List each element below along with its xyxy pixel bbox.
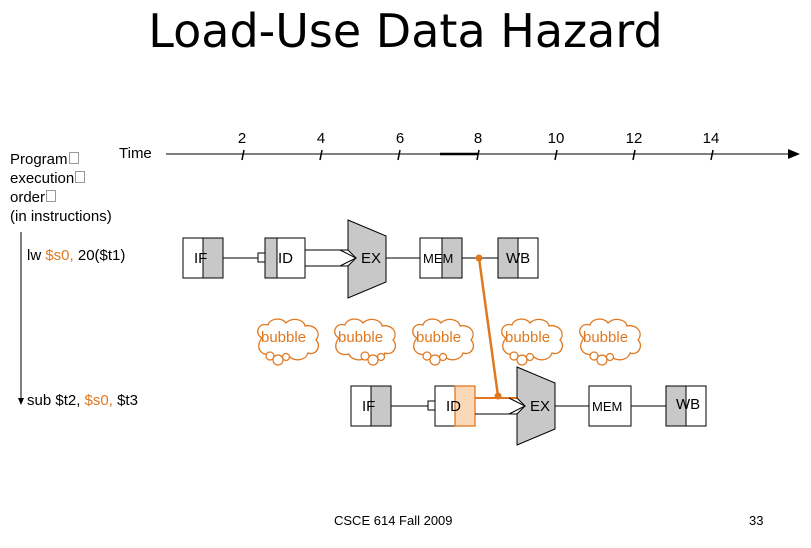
- tick-mark: [554, 149, 558, 161]
- page-number: 33: [749, 513, 764, 528]
- stage-if-label: IF: [362, 398, 375, 415]
- bubble-label: bubble: [583, 329, 628, 346]
- slide-title: Load-Use Data Hazard: [148, 4, 663, 58]
- time-axis-label: Time: [119, 145, 152, 162]
- stage-ex: [516, 366, 556, 446]
- tick-mark: [319, 149, 323, 161]
- bubble-label: bubble: [338, 329, 383, 346]
- bubbles: bubble bubble bubble bubble: [257, 318, 642, 366]
- bubble-label: bubble: [261, 329, 306, 346]
- pipeline-row-lw: IF ID EX MEM WB: [182, 219, 539, 299]
- tick-mark: [397, 149, 401, 161]
- order-axis-arrow: [18, 398, 24, 405]
- bubble-cloud: bubble: [501, 318, 564, 366]
- tick-label: 2: [238, 130, 246, 147]
- stage-mem-label: MEM: [592, 399, 622, 414]
- bubble-cloud: bubble: [334, 318, 397, 366]
- instr-part-highlight: $s0,: [45, 247, 74, 264]
- footer-course: CSCE 614 Fall 2009: [334, 513, 453, 528]
- instruction-label-lw: lw $s0, 20($t1): [27, 247, 125, 264]
- bubble-cloud: bubble: [579, 318, 642, 366]
- instr-part: $t3: [112, 392, 138, 409]
- bubble-cloud: bubble: [412, 318, 475, 366]
- stage-id-label: ID: [446, 398, 461, 415]
- instr-part: 20($t1): [73, 247, 126, 264]
- tick-label: 14: [703, 130, 720, 147]
- tick-mark: [476, 149, 480, 161]
- stage-ex-label: EX: [530, 398, 550, 415]
- bubble-cloud: bubble: [257, 318, 320, 366]
- order-axis-label: Program execution order (in instructions…: [10, 150, 112, 226]
- tick-label: 6: [396, 130, 404, 147]
- tick-label: 10: [548, 130, 565, 147]
- instruction-label-sub: sub $t2, $s0, $t3: [27, 392, 138, 409]
- tick-mark: [710, 149, 714, 161]
- stage-wb-label: WB: [676, 396, 700, 413]
- time-axis-arrow: [788, 149, 800, 159]
- bubble-label: bubble: [505, 329, 550, 346]
- bubble-label: bubble: [416, 329, 461, 346]
- stage-ex-label: EX: [361, 250, 381, 267]
- instr-part: lw: [27, 247, 46, 264]
- pipeline-row-sub: IF ID EX MEM WB: [350, 366, 707, 446]
- tick-mark: [241, 149, 245, 161]
- stage-wb-label: WB: [506, 250, 530, 267]
- forwarding-path: [475, 254, 502, 400]
- tick-mark: [632, 149, 636, 161]
- order-label-line: order: [10, 189, 46, 206]
- order-label-line: (in instructions): [10, 208, 112, 225]
- stage-if-label: IF: [194, 250, 207, 267]
- order-label-line: Program: [10, 151, 68, 168]
- tick-label: 12: [626, 130, 643, 147]
- stage-mem: [588, 385, 632, 427]
- order-label-line: execution: [10, 170, 75, 187]
- time-ticks: 2 4 6 8 10 12 14: [238, 130, 720, 161]
- instr-part-highlight: $s0,: [84, 392, 113, 409]
- instr-part: sub $t2,: [27, 392, 85, 409]
- stage-ex: [347, 219, 387, 299]
- tick-label: 4: [317, 130, 325, 147]
- tick-label: 8: [474, 130, 482, 147]
- stage-id-label: ID: [278, 250, 293, 267]
- stage-mem-label: MEM: [423, 251, 453, 266]
